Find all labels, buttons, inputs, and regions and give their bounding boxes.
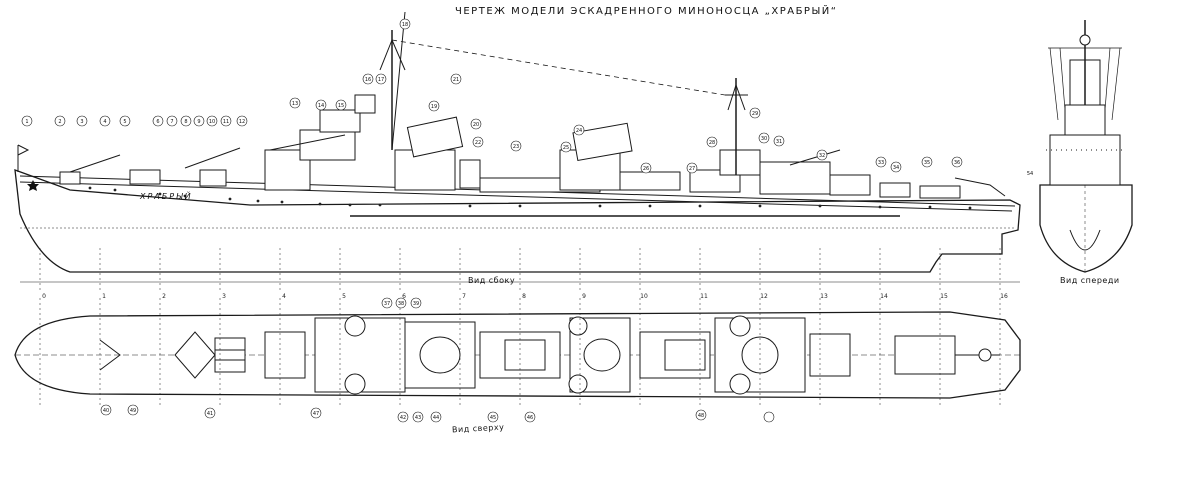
callout-number: 9 <box>197 119 200 125</box>
frame-label: 15 <box>940 293 948 300</box>
front-bridge <box>1049 134 1121 186</box>
callout-number: 2 <box>58 119 61 125</box>
callout-number: 48 <box>698 413 704 419</box>
side-frame-lines <box>39 248 1001 290</box>
callout-number: 30 <box>761 136 767 142</box>
callout-number: 29 <box>752 111 758 117</box>
side-hull-outline <box>14 169 1021 273</box>
callout-number: 42 <box>400 415 406 421</box>
callout-number: 17 <box>378 77 384 83</box>
callout-number: 27 <box>689 166 695 172</box>
callout-number: 49 <box>130 408 136 414</box>
front-view <box>1039 20 1133 273</box>
frame-label: 11 <box>700 293 708 300</box>
hull-name-label: ХРАБРЫЙ <box>140 192 193 201</box>
callout-number: 33 <box>878 160 884 166</box>
callout-number: 18 <box>402 22 408 28</box>
callout-number: 7 <box>170 119 173 125</box>
callout-number: 41 <box>207 411 213 417</box>
frame-label: 0 <box>42 293 46 300</box>
callout-number: 13 <box>292 101 298 107</box>
frame-label: 7 <box>462 293 466 300</box>
callout-number: 26 <box>643 166 649 172</box>
callout-number: 14 <box>318 103 324 109</box>
callout-number: 16 <box>365 77 371 83</box>
side-view <box>14 11 1021 290</box>
callout-number: 54 <box>1027 171 1033 177</box>
top-view <box>14 298 1021 405</box>
drawing-title: ЧЕРТЕЖ МОДЕЛИ ЭСКАДРЕННОГО МИНОНОСЦА „ХР… <box>455 6 838 17</box>
frame-label: 2 <box>162 293 166 300</box>
top-callout-markers <box>100 297 775 423</box>
frame-label: 5 <box>342 293 346 300</box>
callout-number: 6 <box>156 119 159 125</box>
callout-number: 22 <box>475 140 481 146</box>
callout-number: 31 <box>776 139 782 145</box>
frame-label: 12 <box>760 293 768 300</box>
callout-number: 44 <box>433 415 439 421</box>
callout-number: 37 <box>384 301 390 307</box>
callout-number: 8 <box>184 119 187 125</box>
frame-label: 8 <box>522 293 526 300</box>
frame-label: 1 <box>102 293 106 300</box>
side-sheer-line <box>19 181 1013 212</box>
frame-label: 16 <box>1000 293 1008 300</box>
callout-number: 38 <box>398 301 404 307</box>
side-view-label: Вид сбоку <box>468 276 516 285</box>
callout-number: 39 <box>413 301 419 307</box>
frame-label: 3 <box>222 293 226 300</box>
frame-label: 10 <box>640 293 648 300</box>
callout-number: 25 <box>563 145 569 151</box>
bow-star-icon <box>27 180 39 191</box>
callout-number: 12 <box>239 119 245 125</box>
callout-number: 19 <box>431 104 437 110</box>
side-callout-markers <box>21 18 963 174</box>
side-superstructure <box>59 94 1006 199</box>
callout-number: 35 <box>924 160 930 166</box>
callout-number: 28 <box>709 140 715 146</box>
callout-number: 36 <box>954 160 960 166</box>
callout-number: 40 <box>103 408 109 414</box>
callout-number: 24 <box>576 128 582 134</box>
front-view-label: Вид спереди <box>1060 276 1120 285</box>
frame-label: 4 <box>282 293 286 300</box>
frame-label: 6 <box>402 293 406 300</box>
callout-number: 3 <box>80 119 83 125</box>
callout-number: 15 <box>338 103 344 109</box>
frame-label: 9 <box>582 293 586 300</box>
callout-number: 11 <box>223 119 229 125</box>
callout-number: 32 <box>819 153 825 159</box>
callout-number: 23 <box>513 144 519 150</box>
callout-number: 21 <box>453 77 459 83</box>
front-callout-numbers: 54 <box>1027 171 1033 177</box>
bow-flag-icon <box>17 144 30 172</box>
callout-number: 43 <box>415 415 421 421</box>
callout-number: 20 <box>473 122 479 128</box>
callout-number: 34 <box>893 165 899 171</box>
callout-number: 4 <box>103 119 106 125</box>
side-masts <box>379 11 748 175</box>
frame-label: 14 <box>880 293 888 300</box>
callout-number: 5 <box>123 119 126 125</box>
callout-number: 47 <box>313 411 319 417</box>
side-portholes <box>88 186 972 210</box>
callout-number: 1 <box>25 119 28 125</box>
frame-number-labels: 0 1 2 3 4 5 6 7 8 9 10 11 12 13 14 15 16 <box>42 293 1008 300</box>
callout-number: 10 <box>209 119 215 125</box>
top-callout-numbers: 37 38 39 40 41 42 43 44 45 46 47 48 49 <box>103 301 704 421</box>
callout-number: 46 <box>527 415 533 421</box>
callout-number: 45 <box>490 415 496 421</box>
side-callout-numbers: 1 2 3 4 5 6 7 8 9 10 11 12 13 14 15 16 1… <box>25 22 960 172</box>
front-hull-outline <box>1039 184 1133 273</box>
frame-label: 13 <box>820 293 828 300</box>
